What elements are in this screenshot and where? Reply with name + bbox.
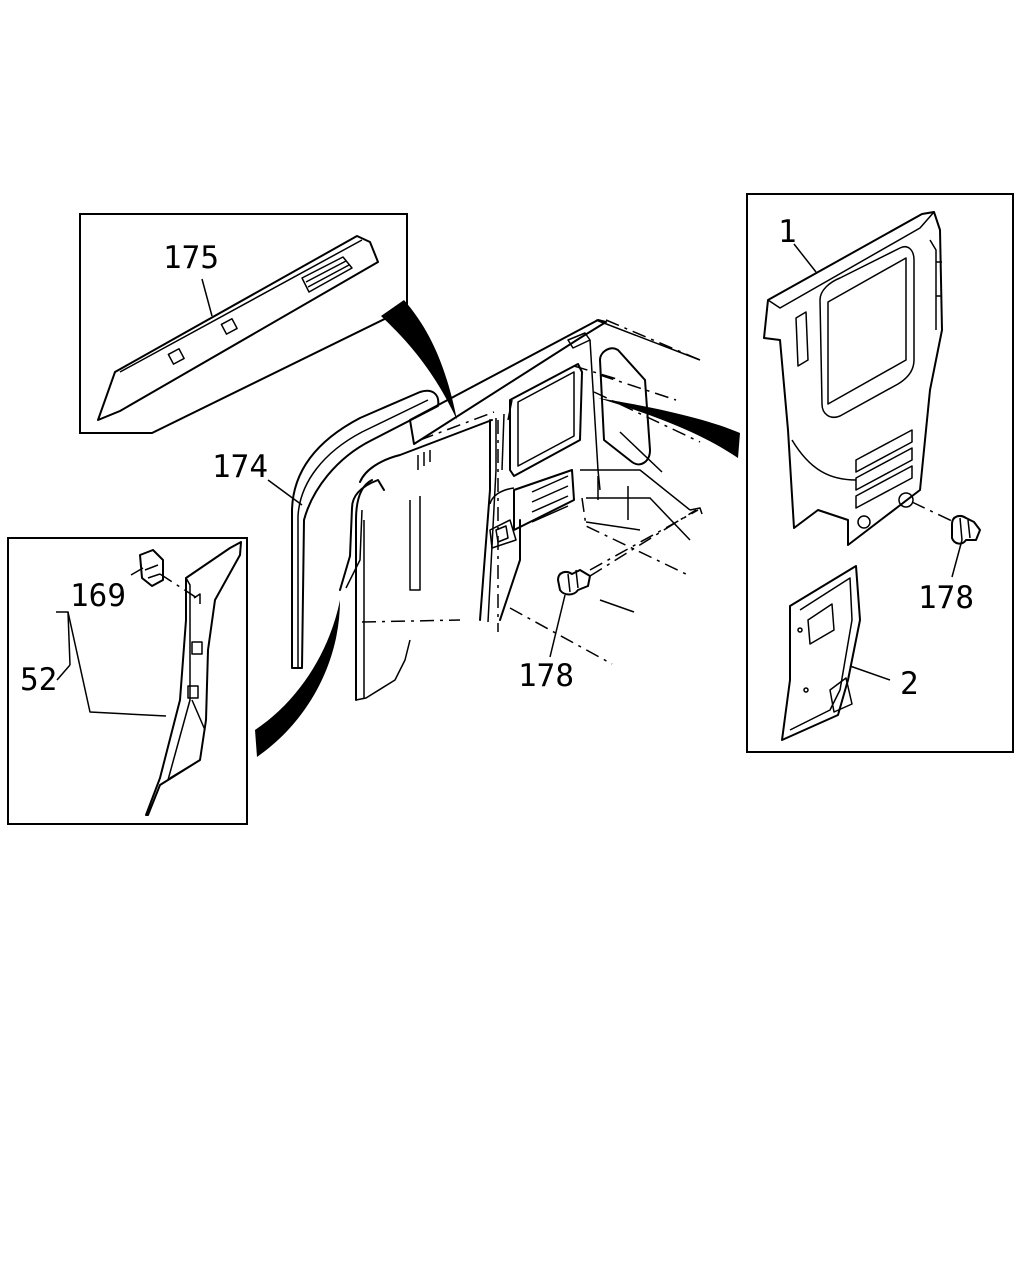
part-178-fastener-right	[951, 515, 981, 545]
pointer-wedge-top	[381, 300, 457, 420]
callout-52: 52	[20, 662, 57, 698]
fastener-axis-center	[589, 509, 697, 577]
part-169-clip	[139, 549, 164, 587]
callout-178-center: 178	[518, 658, 574, 694]
leader-169	[130, 567, 144, 576]
leader-2	[849, 665, 891, 681]
part-1-rear-panel	[763, 211, 943, 546]
leader-178-right	[951, 539, 963, 578]
cab-body-sketch	[355, 319, 703, 701]
leader-178-center	[549, 594, 566, 658]
inset-box-right: 1 178 2	[746, 193, 1014, 753]
pointer-wedge-right	[598, 398, 740, 458]
part-175-trim-strip	[97, 235, 379, 421]
fastener-axis-right	[911, 501, 955, 523]
callout-174: 174	[212, 449, 268, 485]
pointer-wedge-left	[255, 600, 340, 757]
callout-2: 2	[900, 666, 919, 702]
leader-174	[267, 479, 303, 506]
clip-axis	[159, 573, 201, 601]
callout-1: 1	[778, 214, 797, 250]
callout-175: 175	[163, 240, 219, 276]
part-2-lower-trim	[781, 565, 861, 741]
part-52-pillar-trim	[145, 541, 242, 816]
part-178-fastener-center	[557, 569, 591, 596]
inset-box-left: 169 52	[7, 537, 248, 825]
leader-52	[56, 611, 167, 717]
inset-box-top-left: 175	[79, 213, 408, 434]
leader-1	[793, 243, 817, 273]
part-174-weatherstrip	[291, 389, 440, 669]
callout-169: 169	[70, 578, 126, 614]
callout-178-right: 178	[918, 580, 974, 616]
leader-175	[201, 278, 213, 317]
